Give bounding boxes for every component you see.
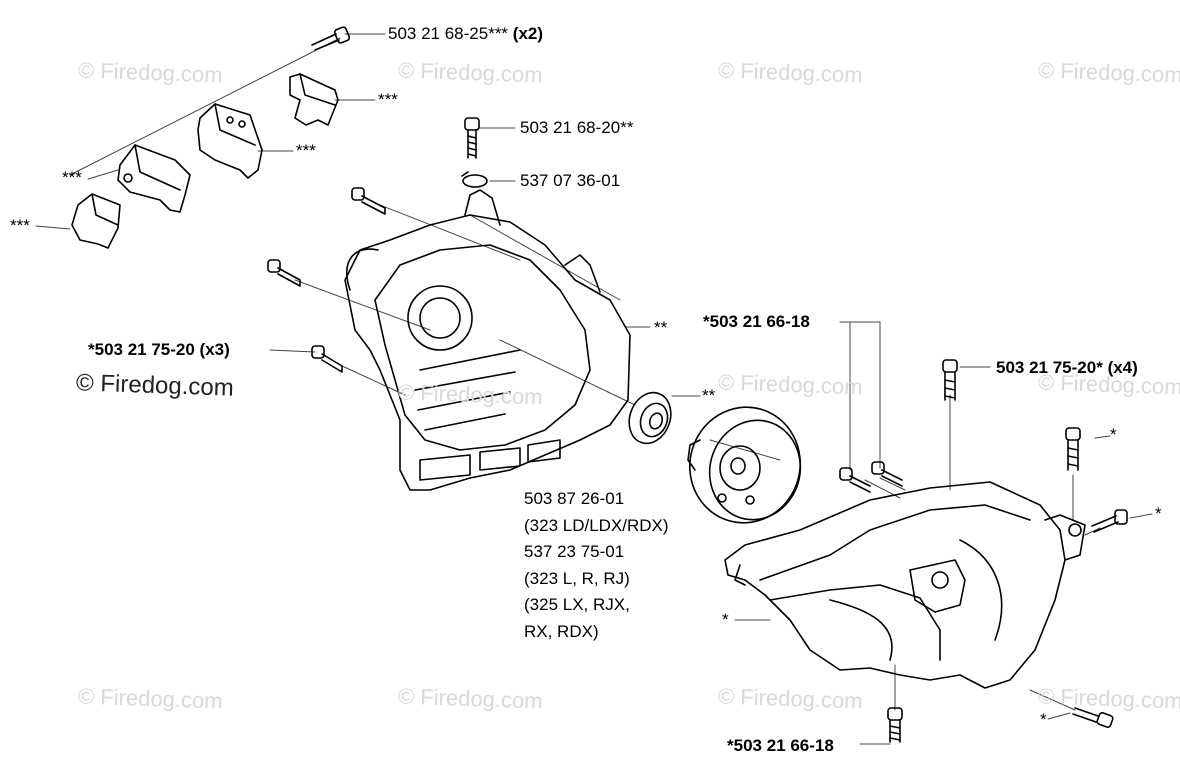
label-screw-top: 503 21 68-25*** (x2)	[388, 24, 543, 44]
part-number: 503 21 68-25***	[388, 24, 509, 43]
label-bolts-right: 503 21 75-20* (x4)	[996, 358, 1138, 378]
marker-shield-mid: ***	[296, 141, 316, 160]
marker-bolt-b: *	[1155, 504, 1162, 523]
clutch-line: (323 L, R, RJ)	[524, 568, 630, 588]
screw-housing-low	[311, 345, 343, 373]
shield-top	[289, 73, 339, 126]
clutch-line: 503 87 26-01	[524, 489, 625, 508]
marker-bearing: **	[702, 386, 716, 405]
label-ring: 537 07 36-01	[520, 171, 621, 190]
watermark-primary: © Firedog.com	[75, 369, 235, 402]
marker-frame: *	[722, 610, 729, 629]
screw-vertical-upper	[464, 117, 480, 159]
screw-housing-mid	[267, 259, 301, 287]
screw-top-left	[311, 26, 351, 51]
marker-housing: **	[654, 318, 668, 337]
label-bolts-left: *503 21 75-20 (x3)	[88, 340, 230, 359]
watermark: © Firedog.com	[397, 57, 544, 88]
clutch-line: (323 LD/LDX/RDX)	[524, 515, 669, 535]
watermark: © Firedog.com	[397, 379, 544, 410]
screw-pair-b	[871, 461, 903, 487]
watermark: © Firedog.com	[717, 683, 864, 714]
part-qty: (x2)	[512, 24, 544, 43]
marker-shield-top: ***	[378, 90, 398, 109]
clamp-upper	[197, 103, 263, 179]
label-screw-bottom: *503 21 66-18	[727, 736, 834, 755]
watermark: © Firedog.com	[77, 57, 224, 88]
watermark: © Firedog.com	[77, 683, 224, 714]
label-screw-mid: 503 21 68-20**	[520, 118, 634, 137]
screw-right-side	[1065, 427, 1081, 471]
marker-clamp-left: ***	[62, 168, 82, 187]
marker-bolt-c: *	[1040, 710, 1047, 729]
watermark: © Firedog.com	[1037, 683, 1180, 714]
watermark: © Firedog.com	[1037, 57, 1180, 88]
screw-housing-top	[351, 187, 386, 215]
watermark: © Firedog.com	[397, 683, 544, 714]
part-number: 503 21 75-20*	[996, 358, 1103, 377]
label-screws-pair: *503 21 66-18	[703, 312, 810, 331]
watermark: © Firedog.com	[717, 369, 864, 400]
clutch-line: 537 23 75-01	[524, 542, 625, 561]
screw-right-horizontal	[1091, 509, 1128, 533]
marker-bolt-a: *	[1110, 425, 1117, 444]
part-qty: (x4)	[1107, 358, 1138, 377]
label-clutch-drum: 503 87 26-01 (323 LD/LDX/RDX) 537 23 75-…	[524, 486, 669, 645]
screw-bottom-vertical	[887, 707, 903, 743]
marker-clamp-bottom: ***	[10, 216, 30, 235]
clamp-lower	[117, 144, 191, 213]
shield-bottom	[71, 193, 121, 249]
clutch-line: RX, RDX)	[524, 621, 599, 641]
screw-bottom-right	[1072, 707, 1114, 728]
clutch-housing	[344, 189, 631, 491]
screw-right-vertical	[942, 359, 958, 401]
bearing	[628, 391, 672, 445]
screw-pair-a	[839, 467, 871, 493]
frame-bracket	[724, 481, 1086, 689]
watermark: © Firedog.com	[717, 57, 864, 88]
clutch-line: (325 LX, RJX,	[524, 595, 630, 614]
clutch-drum	[687, 406, 802, 524]
retaining-ring	[461, 171, 488, 188]
